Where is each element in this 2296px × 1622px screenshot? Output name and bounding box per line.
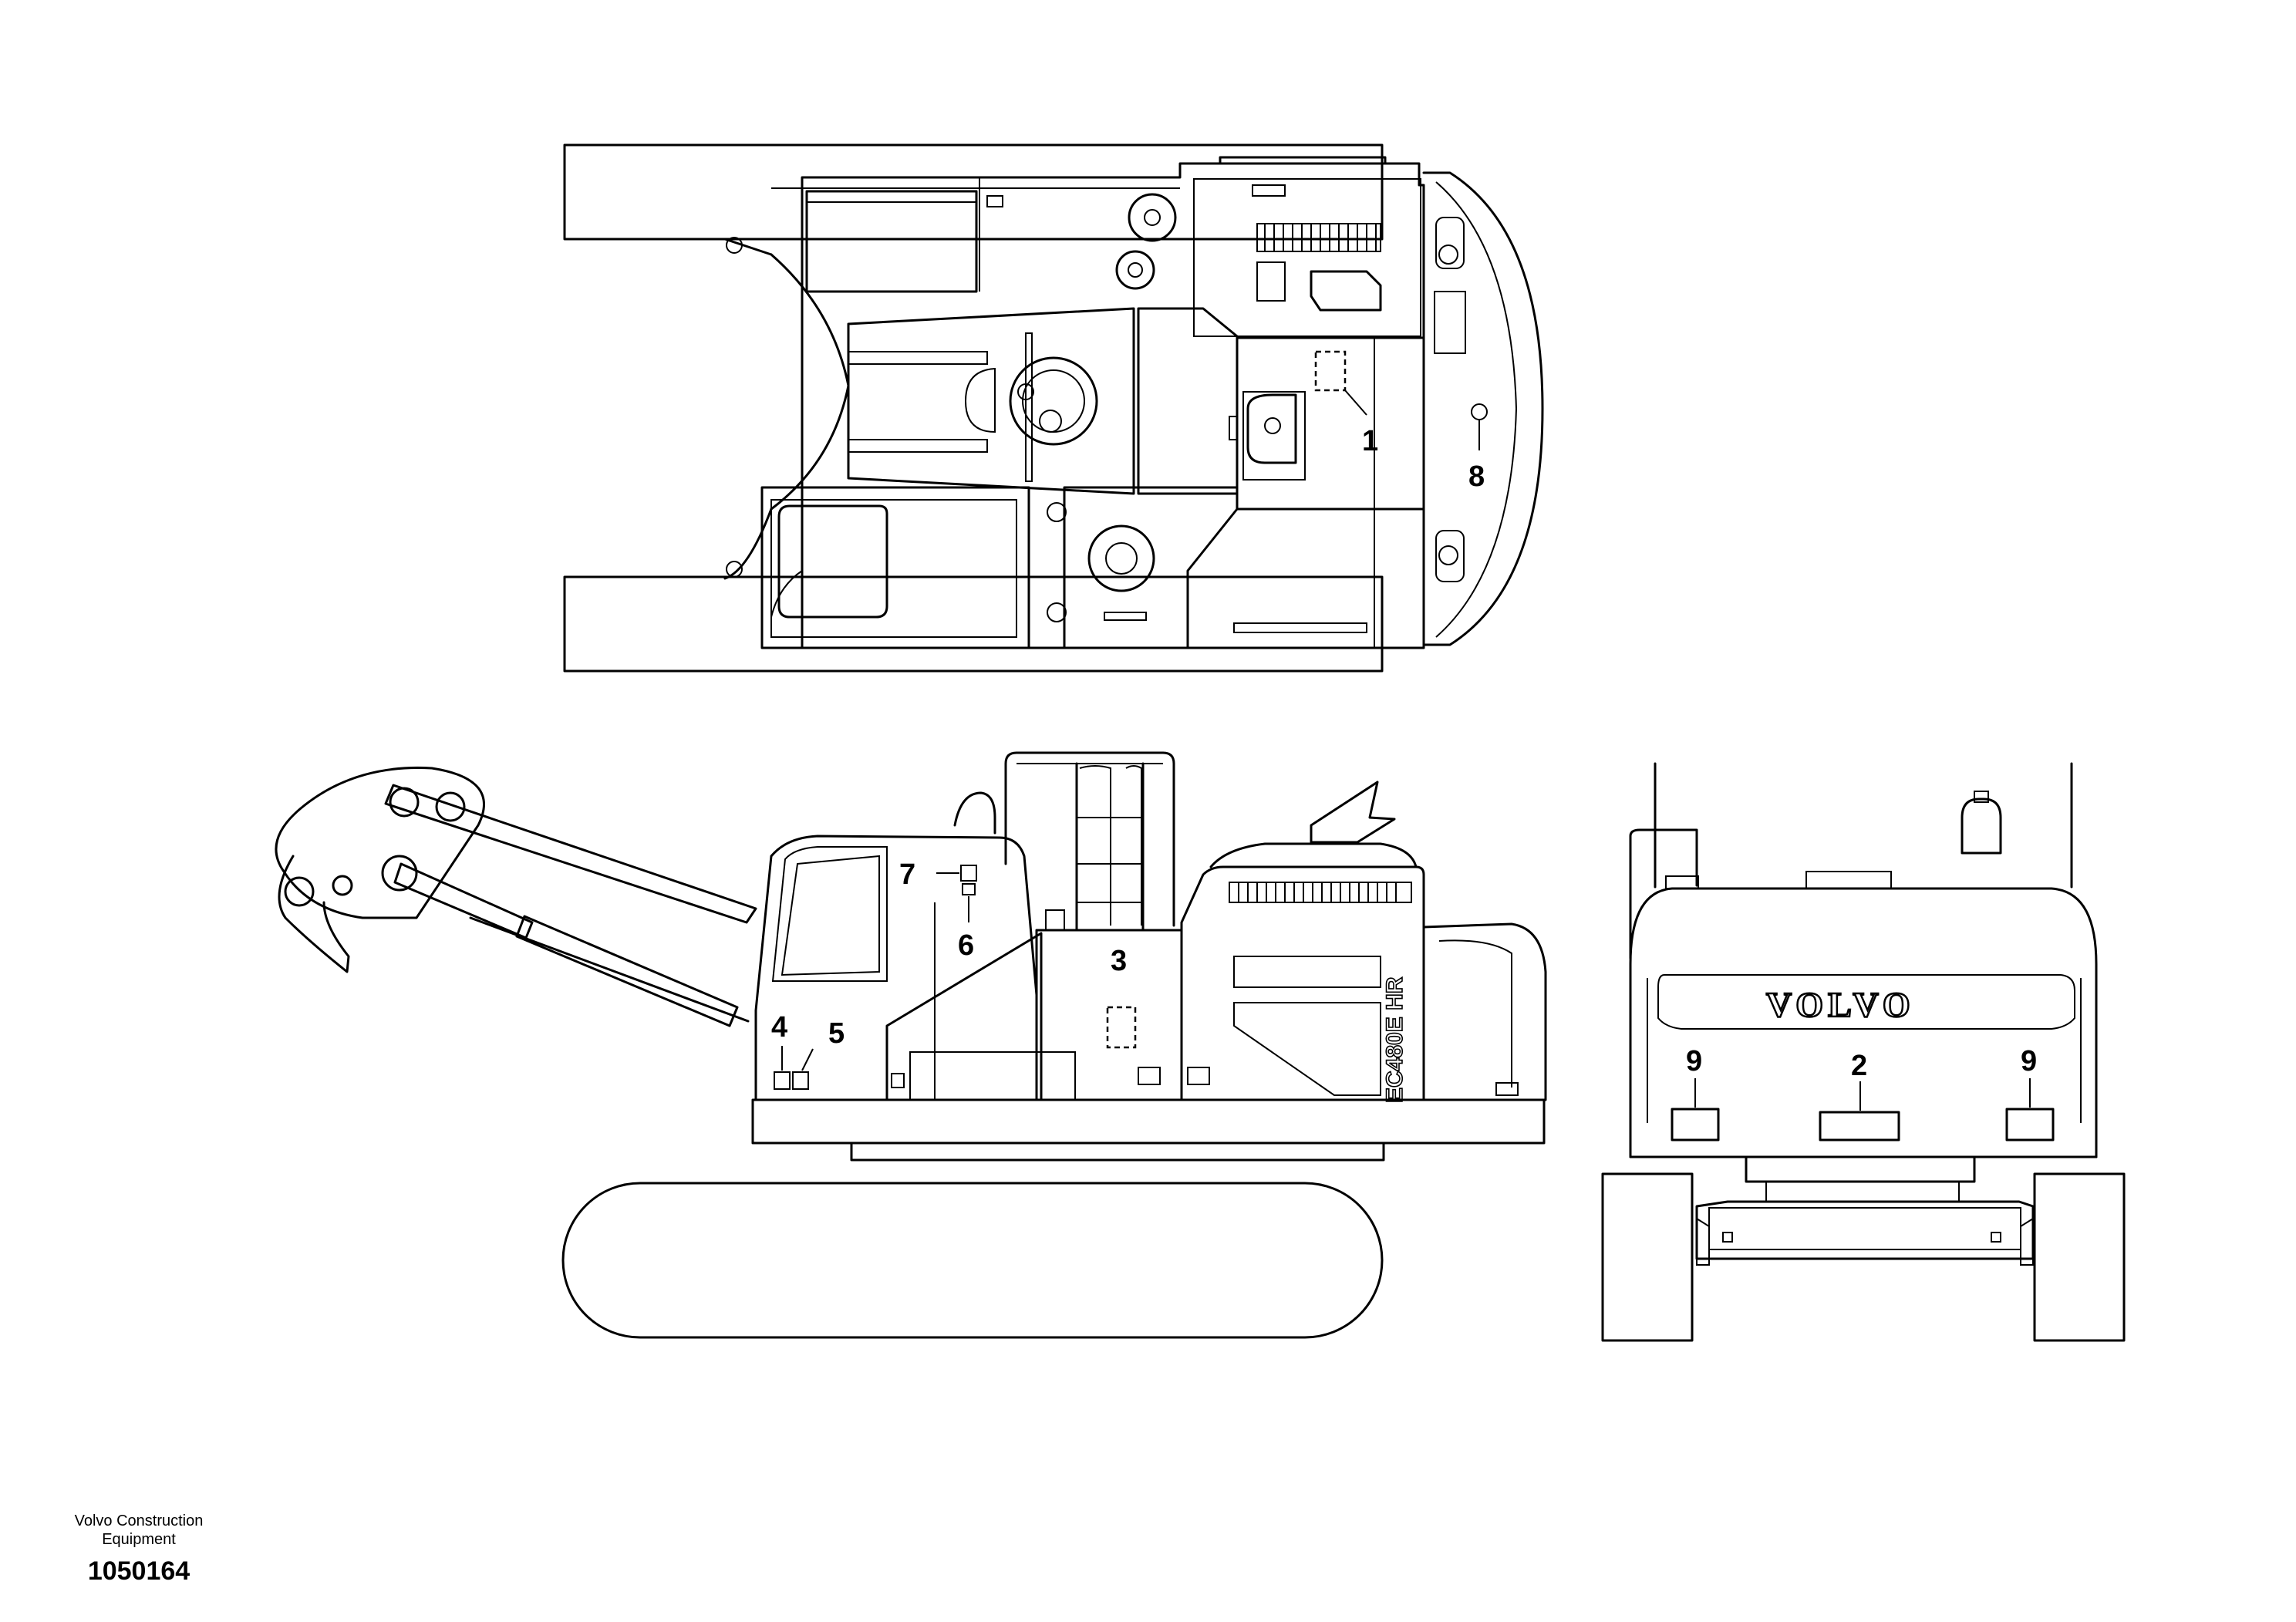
- org-name-line-2: Equipment: [102, 1531, 176, 1548]
- callout-6: 6: [958, 929, 974, 962]
- callout-7: 7: [899, 858, 915, 891]
- decal-2-location: [1819, 1111, 1900, 1141]
- engine-vent-grille: [1252, 184, 1381, 302]
- decal-9-left-location: [1671, 1108, 1720, 1141]
- decal-3-location: [1106, 1006, 1137, 1049]
- decal-9-right-location: [2005, 1108, 2055, 1141]
- decal-4-location: [774, 1071, 791, 1090]
- volvo-logo: VOLVO: [1766, 985, 1915, 1024]
- decal-7-location: [960, 865, 977, 882]
- figure-number: 1050164: [87, 1556, 190, 1586]
- decal-6-location: [962, 883, 976, 895]
- callout-4: 4: [771, 1011, 787, 1044]
- decal-1-location: [1314, 350, 1347, 392]
- callout-9-right: 9: [2021, 1045, 2037, 1077]
- org-name-line-1: Volvo Construction: [74, 1512, 204, 1529]
- callout-3: 3: [1111, 945, 1127, 977]
- decal-5-location: [792, 1071, 809, 1090]
- callout-8: 8: [1468, 460, 1485, 493]
- document-footer: Volvo Construction Equipment 1050164: [46, 1512, 231, 1587]
- callout-1: 1: [1362, 425, 1378, 457]
- model-designation: EC480E HR: [1382, 976, 1408, 1103]
- callout-5: 5: [828, 1017, 845, 1050]
- decal-8-location: [1471, 403, 1488, 420]
- side-view: EC480E HR: [275, 751, 1547, 1339]
- callout-2: 2: [1851, 1050, 1867, 1082]
- callout-9-left: 9: [1686, 1045, 1702, 1077]
- top-view: [563, 143, 1544, 673]
- rear-view: VOLVO: [1601, 762, 2126, 1342]
